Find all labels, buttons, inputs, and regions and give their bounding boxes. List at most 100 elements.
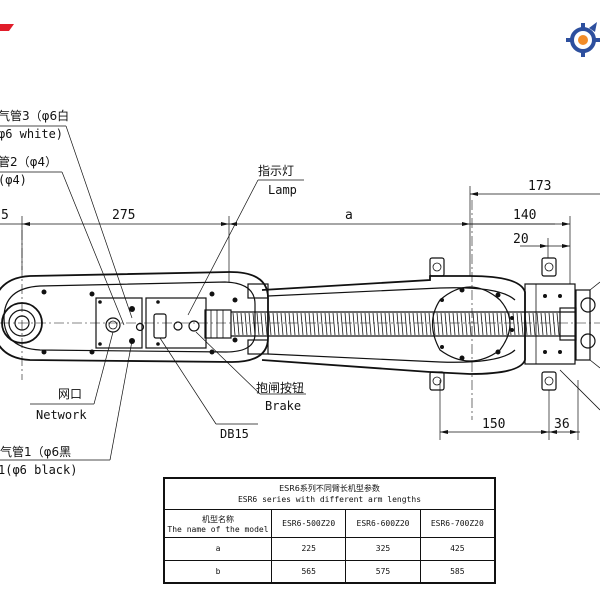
conduit-rib xyxy=(280,312,284,336)
lamp-label-cn: 指示灯 xyxy=(258,163,294,178)
conduit-rib xyxy=(380,312,384,336)
conduit-rib xyxy=(548,312,552,336)
network-label-cn: 网口 xyxy=(58,387,82,401)
conduit-rib xyxy=(324,312,328,336)
conduit-rib xyxy=(384,312,388,336)
conduit-rib xyxy=(276,312,280,336)
conduit-rib xyxy=(352,312,356,336)
conduit-rib xyxy=(368,312,372,336)
conduit-rib xyxy=(412,312,416,336)
conduit-rib xyxy=(532,312,536,336)
table-row: b 565 575 585 xyxy=(164,559,496,583)
dim-a: a xyxy=(345,208,353,223)
conduit-rib xyxy=(488,312,492,336)
db15-label: DB15 xyxy=(220,427,249,441)
conduit-rib xyxy=(396,312,400,336)
tube1-label-cn: 气管1（φ6黑 xyxy=(0,444,71,459)
table-row-param: b xyxy=(164,559,272,583)
table-model-1: ESR6-500Z20 xyxy=(270,509,347,538)
conduit-rib xyxy=(296,312,300,336)
dim-36: 36 xyxy=(554,417,570,432)
conduit-rib xyxy=(420,312,424,336)
conduit-rib xyxy=(460,312,464,336)
conduit-rib xyxy=(236,312,240,336)
conduit-rib xyxy=(300,312,304,336)
table-cell: 575 xyxy=(345,559,421,583)
table-cell: 325 xyxy=(345,537,421,561)
conduit-rib xyxy=(444,312,448,336)
conduit-rib xyxy=(320,312,324,336)
forearm-link xyxy=(261,200,600,420)
conduit-rib xyxy=(520,312,524,336)
table-title-cn: ESR6系列不同臂长机型参数 xyxy=(279,484,380,493)
conduit-rib xyxy=(404,312,408,336)
conduit-rib xyxy=(364,312,368,336)
conduit-rib xyxy=(456,312,460,336)
conduit-rib xyxy=(392,312,396,336)
conduit-rib xyxy=(496,312,500,336)
table-row-param: a xyxy=(164,537,272,561)
conduit-rib xyxy=(388,312,392,336)
conduit-rib xyxy=(516,312,520,336)
conduit-rib xyxy=(464,312,468,336)
conduit-rib xyxy=(424,312,428,336)
conduit-rib xyxy=(252,312,256,336)
table-model-2: ESR6-600Z20 xyxy=(345,509,421,538)
table-header-en: The name of the model xyxy=(167,524,269,534)
dim-20: 20 xyxy=(513,232,529,247)
conduit-rib xyxy=(468,312,472,336)
table-cell: 565 xyxy=(270,559,347,583)
table-cell: 585 xyxy=(419,559,496,583)
tube3-label-en: φ6 white) xyxy=(0,127,63,141)
brake-label-en: Brake xyxy=(265,399,301,413)
conduit-rib xyxy=(240,312,244,336)
table-header-model: 机型名称 The name of the model xyxy=(164,509,272,538)
tube1-label-en: 1(φ6 black) xyxy=(0,463,77,477)
arm-base xyxy=(0,230,600,380)
dim-173: 173 xyxy=(528,179,551,194)
conduit-rib xyxy=(408,312,412,336)
conduit-rib xyxy=(292,312,296,336)
conduit-rib xyxy=(288,312,292,336)
table-model-3: ESR6-700Z20 xyxy=(419,509,496,538)
conduit-rib xyxy=(536,312,540,336)
lamp-label-en: Lamp xyxy=(268,183,297,197)
callout-leaders xyxy=(0,125,306,461)
conduit-rib xyxy=(260,312,264,336)
table-row: a 225 325 425 xyxy=(164,537,496,561)
conduit-rib xyxy=(272,312,276,336)
conduit-rib xyxy=(416,312,420,336)
conduit-rib xyxy=(356,312,360,336)
brake-label-cn: 抱闸按钮 xyxy=(256,380,304,395)
conduit-rib xyxy=(400,312,404,336)
conduit-rib xyxy=(360,312,364,336)
conduit-rib xyxy=(500,312,504,336)
conduit-rib xyxy=(328,312,332,336)
conduit-rib xyxy=(556,312,560,336)
conduit-rib xyxy=(492,312,496,336)
conduit-rib xyxy=(332,312,336,336)
conduit-rib xyxy=(308,312,312,336)
arm-length-parameter-table: ESR6系列不同臂长机型参数 ESR6 series with differen… xyxy=(163,477,496,584)
tube2-label-cn: 管2（φ4） xyxy=(0,154,57,169)
tube3-label-cn: 气管3（φ6白 xyxy=(0,108,69,123)
conduit-rib xyxy=(428,312,432,336)
conduit-rib xyxy=(232,312,236,336)
conduit-rib xyxy=(372,312,376,336)
dim-140: 140 xyxy=(513,208,536,223)
table-cell: 425 xyxy=(419,537,496,561)
conduit-rib xyxy=(552,312,556,336)
tube2-label-en: (φ4) xyxy=(0,173,27,187)
conduit-rib xyxy=(256,312,260,336)
conduit-rib xyxy=(284,312,288,336)
brand-logo-fragment xyxy=(0,24,14,31)
dim-left: 5 xyxy=(1,208,9,223)
conduit-rib xyxy=(248,312,252,336)
conduit-rib xyxy=(268,312,272,336)
conduit-rib xyxy=(340,312,344,336)
table-title-en: ESR6 series with different arm lengths xyxy=(237,495,422,504)
conduit-rib xyxy=(348,312,352,336)
dim-275: 275 xyxy=(112,208,135,223)
conduit-rib xyxy=(304,312,308,336)
conduit-rib xyxy=(480,312,484,336)
